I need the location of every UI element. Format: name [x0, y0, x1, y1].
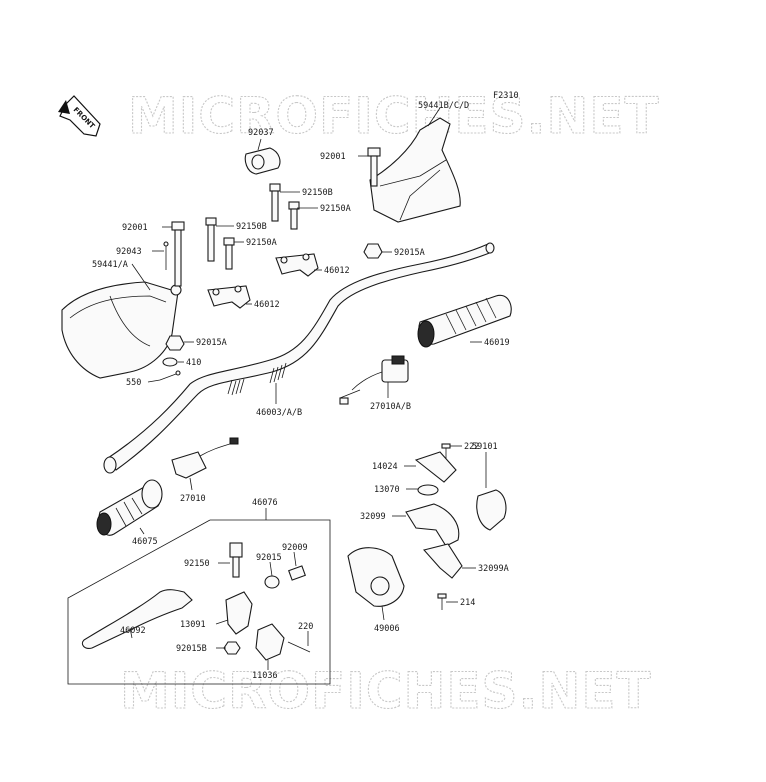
switch-27010ab [339, 355, 409, 405]
label-27010ab: 27010A/B [370, 402, 411, 412]
front-arrow-icon: FRONT [58, 95, 101, 137]
label-14024: 14024 [372, 462, 398, 472]
label-410: 410 [186, 358, 201, 368]
part-labels: 59441B/C/D 92037 92001 92150B 92150A 920… [92, 101, 510, 681]
label-92009: 92009 [282, 543, 308, 553]
label-92015a-top: 92015A [394, 248, 425, 258]
bracket-11036 [255, 623, 285, 661]
label-214: 214 [460, 598, 475, 608]
switch-27010 [171, 437, 239, 479]
lever-46092 [81, 589, 193, 649]
watermark-top: MICROFICHES.NET [128, 87, 660, 145]
bolt-92150b-top [269, 183, 281, 222]
bolt-92150 [229, 542, 243, 578]
holder-46012-b [207, 285, 251, 309]
label-27010: 27010 [180, 494, 206, 504]
handlebar-46003 [103, 242, 495, 474]
hand-guard-59441bcd [369, 107, 461, 223]
watermark-bottom: MICROFICHES.NET [120, 662, 652, 720]
ring-13070 [417, 484, 439, 496]
assembly-outline-46076 [67, 519, 331, 685]
label-46075: 46075 [132, 537, 158, 547]
washer-410 [162, 357, 178, 367]
leader-lines [129, 138, 487, 670]
label-220: 220 [298, 622, 313, 632]
label-92001-top: 92001 [320, 152, 346, 162]
holder-32099 [405, 503, 460, 547]
label-46003: 46003/A/B [256, 408, 302, 418]
label-46076: 46076 [252, 498, 278, 508]
label-92015a-left: 92015A [196, 338, 227, 348]
label-46019: 46019 [484, 338, 510, 348]
collar-92015 [264, 575, 280, 589]
label-92150b-mid: 92150B [236, 222, 267, 232]
nut-92015a-left [165, 335, 185, 351]
label-49006: 49006 [374, 624, 400, 634]
label-92015b: 92015B [176, 644, 207, 654]
label-46012-b: 46012 [254, 300, 280, 310]
label-92015: 92015 [256, 553, 282, 563]
label-222: 222 [464, 442, 479, 452]
label-11036: 11036 [252, 671, 278, 681]
label-13091: 13091 [180, 620, 206, 630]
bracket-13091 [225, 591, 253, 635]
label-92150a-mid: 92150A [246, 238, 277, 248]
label-59101: 59101 [472, 442, 498, 452]
bolt-92150a-mid [223, 237, 235, 270]
cover-14024 [414, 451, 457, 483]
grip-46075 [96, 479, 163, 536]
bolt-92001-top [367, 147, 381, 187]
screw-214 [437, 593, 447, 610]
pin-550 [159, 370, 181, 381]
label-92001-left: 92001 [122, 223, 148, 233]
pin-92043 [163, 241, 169, 270]
label-92037: 92037 [248, 128, 274, 138]
label-92150a-top: 92150A [320, 204, 351, 214]
label-32099: 32099 [360, 512, 386, 522]
holder-32099a [422, 543, 463, 579]
label-59441a: 59441/A [92, 260, 128, 270]
label-13070: 13070 [374, 485, 400, 495]
hand-guard-59441a [61, 281, 182, 379]
label-46012-a: 46012 [324, 266, 350, 276]
adjuster-92009 [288, 565, 306, 581]
label-92043: 92043 [116, 247, 142, 257]
clamp-92037 [244, 147, 281, 175]
clamp-59101 [476, 489, 507, 531]
grip-46019 [417, 294, 512, 348]
label-550: 550 [126, 378, 141, 388]
bolt-92001-left [171, 221, 185, 287]
label-32099a: 32099A [478, 564, 509, 574]
screw-220 [287, 641, 311, 653]
figure-code: F2310 [493, 91, 519, 101]
cover-49006 [347, 547, 405, 607]
holder-46012-a [275, 253, 319, 277]
label-59441bcd: 59441B/C/D [418, 101, 469, 111]
bolt-92150a-top [288, 201, 300, 230]
label-92150: 92150 [184, 559, 210, 569]
label-92150b-top: 92150B [302, 188, 333, 198]
bolt-92150b-mid [205, 217, 217, 262]
nut-92015a-top [363, 243, 383, 259]
label-46092: 46092 [120, 626, 146, 636]
nut-92015b [223, 641, 241, 655]
